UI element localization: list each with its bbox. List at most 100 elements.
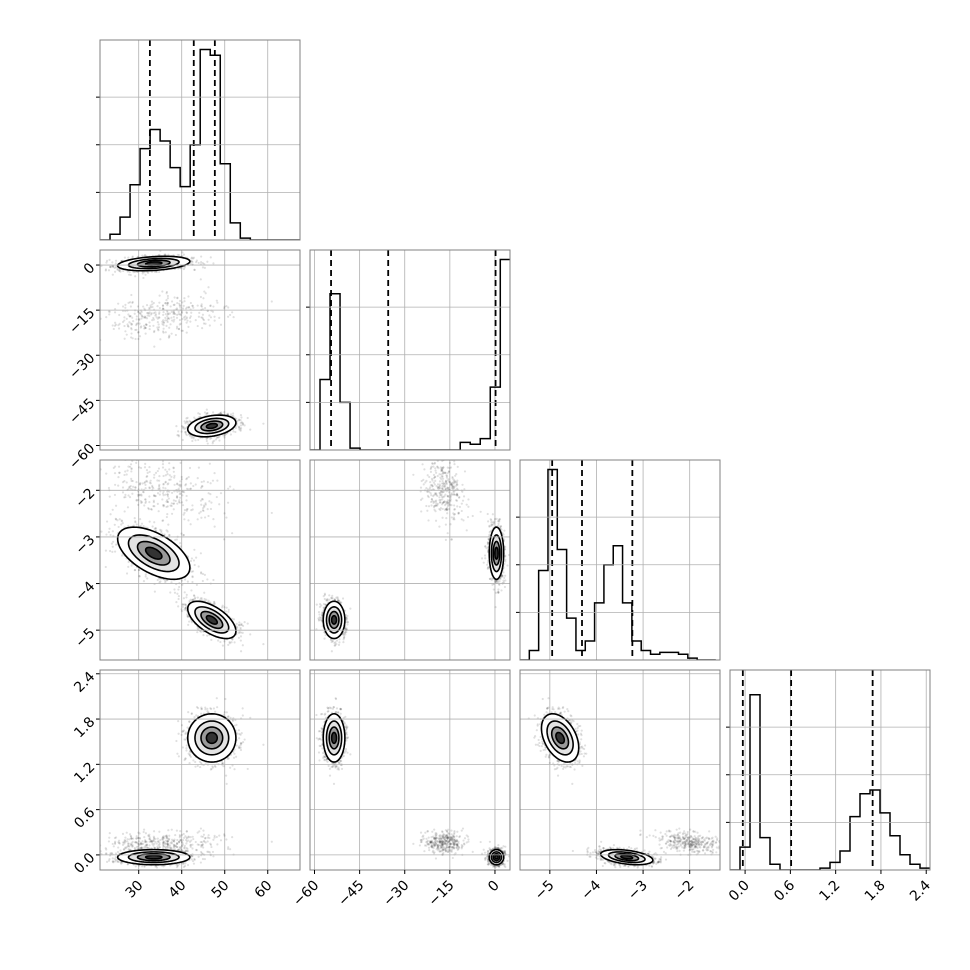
sample-point (243, 424, 246, 427)
sample-point (120, 520, 124, 523)
sample-point (191, 304, 194, 307)
sample-point (167, 253, 170, 256)
sample-point (189, 523, 192, 526)
sample-point (203, 597, 206, 601)
sample-point (143, 307, 146, 310)
sample-point (162, 483, 165, 486)
sample-point (162, 321, 165, 324)
sample-point (186, 613, 189, 616)
sample-point (200, 503, 203, 506)
sample-point (154, 314, 157, 317)
sample-point (228, 313, 232, 317)
sample-point (108, 527, 111, 530)
sample-point (213, 600, 216, 603)
sample-point (211, 310, 215, 313)
sample-point (130, 326, 133, 330)
sample-point (232, 430, 235, 433)
sample-point (218, 435, 221, 438)
sample-point (142, 324, 146, 327)
sample-point (185, 311, 188, 314)
sample-point (162, 331, 165, 334)
sample-point (178, 304, 181, 307)
sample-point (164, 581, 167, 584)
sample-point (164, 253, 167, 256)
sample-point (196, 627, 199, 630)
sample-point (129, 322, 132, 325)
sample-point (104, 269, 107, 272)
sample-point (176, 296, 179, 299)
sample-point (206, 411, 209, 415)
sample-point (164, 487, 167, 490)
sample-point (147, 507, 151, 511)
sample-point (240, 416, 243, 419)
sample-point (203, 411, 207, 414)
sample-point (185, 311, 188, 315)
sample-point (157, 329, 160, 332)
sample-point (173, 318, 176, 321)
sample-point (191, 439, 194, 443)
sample-point (231, 638, 234, 641)
sample-point (160, 530, 163, 534)
sample-point (142, 305, 145, 308)
sample-point (219, 640, 222, 644)
sample-point (207, 318, 210, 321)
sample-point (156, 321, 159, 324)
sample-point (151, 305, 154, 309)
sample-point (192, 306, 195, 309)
sample-point (200, 316, 203, 319)
sample-point (201, 266, 205, 269)
sample-point (151, 525, 154, 528)
sample-point (108, 549, 112, 553)
sample-point (176, 483, 179, 486)
sample-point (123, 510, 126, 513)
sample-point (239, 414, 243, 417)
sample-point (178, 318, 182, 322)
sample-point (138, 312, 141, 315)
sample-point (107, 310, 111, 313)
sample-point (108, 313, 111, 316)
sample-point (166, 319, 169, 322)
sample-point (93, 513, 95, 515)
sample-point (190, 256, 194, 259)
sample-point (175, 307, 179, 310)
sample-point (239, 429, 242, 432)
sample-point (189, 420, 192, 424)
sample-point (164, 301, 167, 305)
sample-point (239, 650, 243, 653)
sample-point (152, 476, 156, 479)
sample-point (191, 260, 194, 264)
sample-point (168, 335, 171, 338)
sample-point (184, 606, 187, 610)
sample-point (164, 316, 167, 319)
sample-point (205, 412, 208, 416)
sample-point (107, 269, 111, 272)
sample-point (197, 412, 200, 415)
sample-point (205, 412, 209, 415)
sample-point (138, 575, 141, 578)
sample-point (118, 518, 121, 521)
sample-point (213, 315, 216, 318)
sample-point (181, 583, 184, 586)
sample-point (173, 303, 176, 306)
sample-point (270, 300, 273, 303)
sample-point (113, 266, 116, 270)
sample-point (125, 317, 128, 320)
sample-point (137, 337, 140, 341)
sample-point (144, 575, 147, 578)
sample-point (225, 606, 228, 609)
sample-point (179, 313, 182, 317)
sample-point (192, 437, 195, 440)
sample-point (200, 255, 203, 258)
sample-point (177, 312, 180, 316)
sample-point (121, 521, 124, 525)
sample-point (177, 310, 180, 314)
sample-point (110, 542, 114, 545)
sample-point (73, 478, 75, 480)
sample-point (202, 297, 205, 300)
sample-point (211, 411, 215, 414)
sample-point (216, 436, 219, 439)
sample-point (161, 320, 164, 323)
sample-point (182, 597, 186, 600)
sample-point (159, 528, 162, 531)
